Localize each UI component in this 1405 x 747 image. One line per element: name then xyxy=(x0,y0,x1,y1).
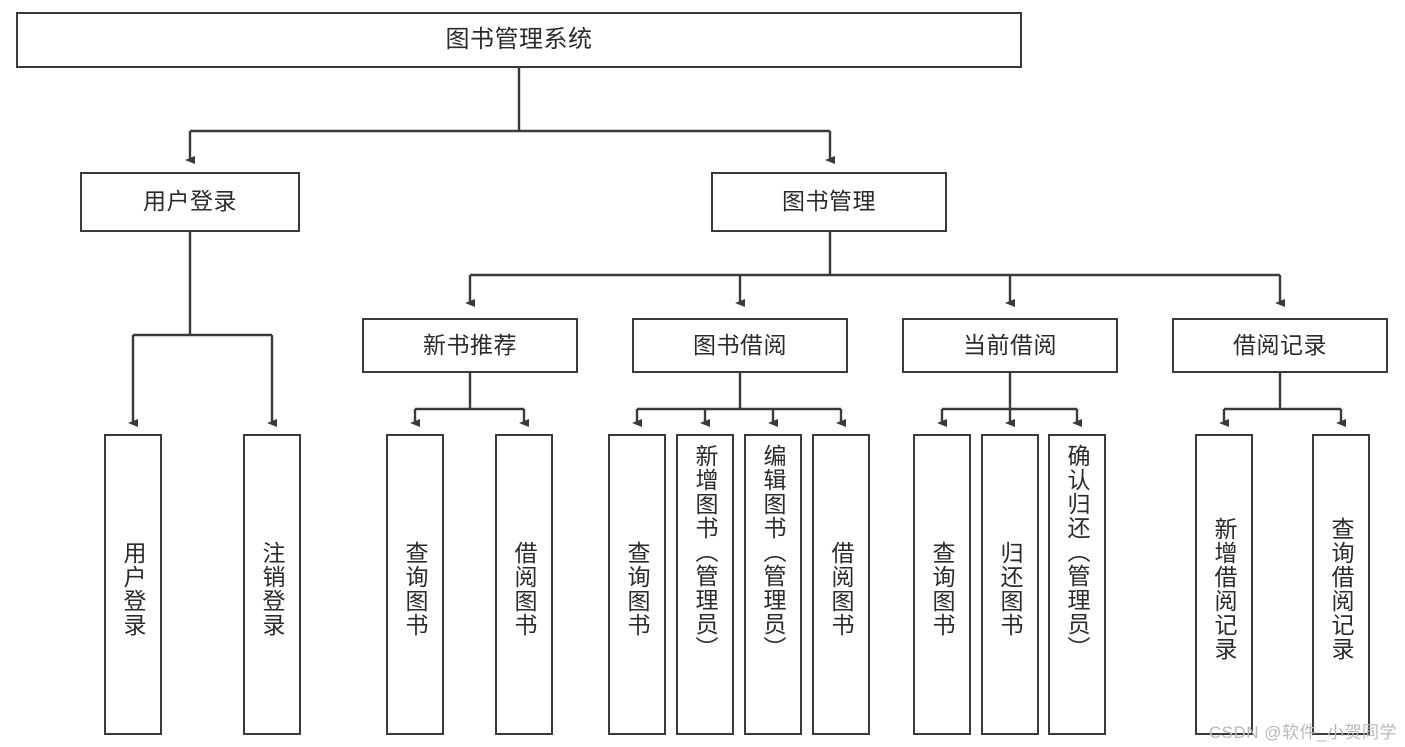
node-borrow-record[interactable]: 借阅记录 xyxy=(1172,318,1388,373)
node-book-management[interactable]: 图书管理 xyxy=(711,172,947,232)
leaf-current-confirm-return-label: 确认归还（管理员） xyxy=(1064,444,1091,660)
leaf-borrow-edit-book[interactable]: 编辑图书（管理员） xyxy=(744,434,802,735)
leaf-recommend-query-book-label: 查询图书 xyxy=(402,540,429,637)
leaf-current-query-book[interactable]: 查询图书 xyxy=(913,434,971,735)
leaf-borrow-edit-book-label: 编辑图书（管理员） xyxy=(760,444,787,660)
leaf-borrow-borrow-book-label: 借阅图书 xyxy=(828,540,855,637)
node-book-borrow[interactable]: 图书借阅 xyxy=(632,318,848,373)
node-book-management-label: 图书管理 xyxy=(782,188,876,215)
node-user-login[interactable]: 用户登录 xyxy=(80,172,300,232)
node-user-login-label: 用户登录 xyxy=(143,188,237,215)
node-root-system[interactable]: 图书管理系统 xyxy=(16,12,1022,68)
leaf-user-login-signout-label: 注销登录 xyxy=(259,540,286,637)
leaf-current-return-book-label: 归还图书 xyxy=(997,540,1024,637)
node-borrow-record-label: 借阅记录 xyxy=(1233,331,1327,358)
node-book-borrow-label: 图书借阅 xyxy=(693,331,787,358)
leaf-record-add-record[interactable]: 新增借阅记录 xyxy=(1195,434,1253,735)
leaf-current-confirm-return[interactable]: 确认归还（管理员） xyxy=(1048,434,1106,735)
leaf-record-add-record-label: 新增借阅记录 xyxy=(1211,516,1238,661)
leaf-recommend-query-book[interactable]: 查询图书 xyxy=(386,434,444,735)
leaf-current-query-book-label: 查询图书 xyxy=(929,540,956,637)
leaf-recommend-borrow-book-label: 借阅图书 xyxy=(511,540,538,637)
leaf-borrow-add-book-label: 新增图书（管理员） xyxy=(692,444,719,660)
leaf-user-login-signin[interactable]: 用户登录 xyxy=(104,434,162,735)
leaf-borrow-add-book[interactable]: 新增图书（管理员） xyxy=(676,434,734,735)
leaf-record-query-record-label: 查询借阅记录 xyxy=(1328,516,1355,661)
node-current-borrow[interactable]: 当前借阅 xyxy=(902,318,1118,373)
leaf-borrow-query-book-label: 查询图书 xyxy=(624,540,651,637)
leaf-user-login-signout[interactable]: 注销登录 xyxy=(243,434,301,735)
leaf-recommend-borrow-book[interactable]: 借阅图书 xyxy=(495,434,553,735)
node-new-book-recommend[interactable]: 新书推荐 xyxy=(362,318,578,373)
leaf-current-return-book[interactable]: 归还图书 xyxy=(981,434,1039,735)
node-new-book-recommend-label: 新书推荐 xyxy=(423,331,517,358)
node-current-borrow-label: 当前借阅 xyxy=(963,331,1057,358)
leaf-borrow-query-book[interactable]: 查询图书 xyxy=(608,434,666,735)
leaf-user-login-signin-label: 用户登录 xyxy=(120,540,147,637)
node-root-system-label: 图书管理系统 xyxy=(445,25,593,53)
leaf-borrow-borrow-book[interactable]: 借阅图书 xyxy=(812,434,870,735)
leaf-record-query-record[interactable]: 查询借阅记录 xyxy=(1312,434,1370,735)
csdn-watermark: CSDN @软件_小贺同学 xyxy=(1208,723,1397,742)
